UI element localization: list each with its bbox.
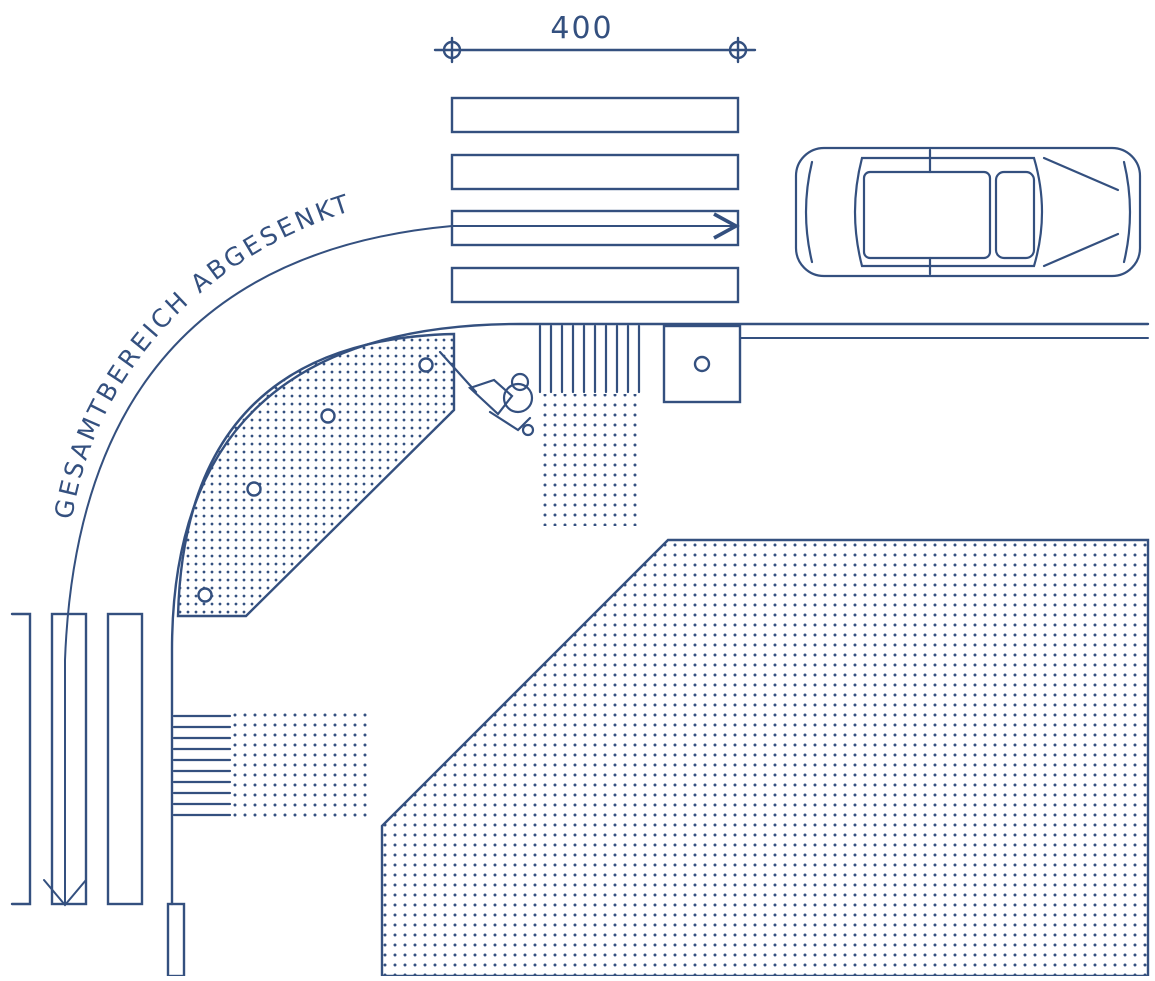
crosswalk-stripe (106, 612, 144, 906)
car-icon (794, 146, 1142, 278)
wheelchair-user-icon (438, 350, 535, 437)
lowered-corner-area (176, 332, 456, 618)
top-crosswalk (450, 96, 740, 304)
curb-stub (166, 902, 186, 978)
bollard-icon (693, 355, 711, 373)
tactile-ribbed-strip-left (172, 714, 232, 817)
crosswalk-stripe (450, 266, 740, 304)
crosswalk-stripe (450, 96, 740, 134)
crosswalk-stripe (10, 612, 32, 906)
route-arrow-head (43, 879, 87, 907)
post-box (662, 324, 742, 404)
sidewalk-area (380, 538, 1150, 978)
dimension-line (433, 36, 757, 64)
tactile-dotted-strip-left (232, 712, 370, 820)
dimension-label: 400 (550, 11, 613, 46)
crosswalk-stripe (50, 612, 88, 906)
bollard-icon (197, 357, 434, 603)
tactile-dotted-strip-top (538, 394, 642, 526)
crosswalk-stripe (450, 153, 740, 191)
route-arrow (64, 212, 740, 906)
left-crosswalk (10, 612, 144, 906)
crosswalk-stripe (450, 209, 740, 247)
tactile-ribbed-strip-top (538, 324, 641, 394)
